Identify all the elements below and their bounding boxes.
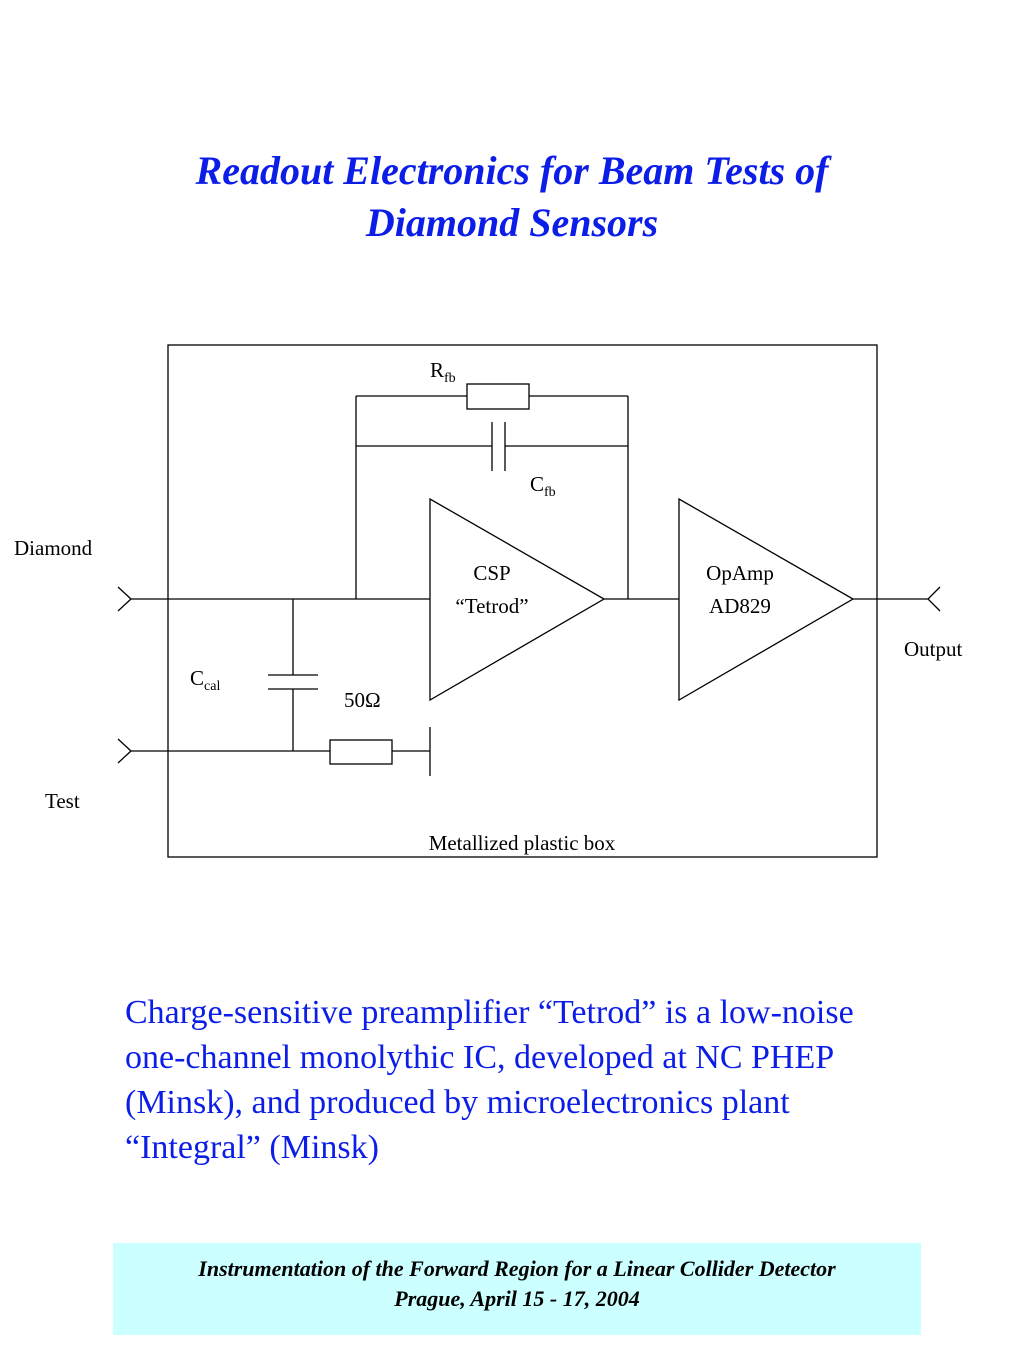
description-line-3: (Minsk), and produced by microelectronic… (125, 1084, 790, 1121)
title-line-2: Diamond Sensors (365, 200, 659, 245)
diamond-label: Diamond (14, 536, 93, 560)
opamp-amplifier (678, 497, 855, 702)
page-title: Readout Electronics for Beam Tests of Di… (0, 145, 1024, 249)
footer-line-2: Prague, April 15 - 17, 2004 (394, 1286, 640, 1311)
resistor-50-ohm (329, 739, 393, 765)
footer-banner: Instrumentation of the Forward Region fo… (113, 1243, 921, 1335)
ccal-label: Ccal (190, 666, 220, 694)
opamp-label-1: OpAmp (706, 561, 774, 585)
output-connector (927, 586, 941, 612)
description-line-4: “Integral” (Minsk) (125, 1129, 379, 1166)
csp-amplifier (429, 497, 606, 702)
box-label: Metallized plastic box (429, 831, 616, 855)
test-label: Test (45, 789, 80, 813)
diamond-connector (117, 586, 132, 612)
csp-label-1: CSP (473, 561, 510, 585)
resistor-rfb (466, 383, 530, 410)
opamp-label-2: AD829 (709, 594, 771, 618)
description-line-2: one-channel monolythic IC, developed at … (125, 1039, 835, 1076)
circuit-diagram: Diamond Test Output Metallized plastic b… (14, 344, 963, 858)
test-connector (117, 738, 132, 764)
description: Charge-sensitive preamplifier “Tetrod” i… (125, 990, 965, 1170)
footer-line-1: Instrumentation of the Forward Region fo… (198, 1256, 836, 1281)
cfb-label: Cfb (530, 472, 556, 500)
metallized-box (167, 344, 878, 858)
csp-label-2: “Tetrod” (455, 594, 528, 618)
rfb-label: Rfb (430, 358, 456, 386)
description-line-1: Charge-sensitive preamplifier “Tetrod” i… (125, 994, 854, 1031)
title-line-1: Readout Electronics for Beam Tests of (195, 148, 829, 193)
resistor-50-label: 50Ω (344, 688, 381, 712)
output-label: Output (904, 637, 963, 661)
